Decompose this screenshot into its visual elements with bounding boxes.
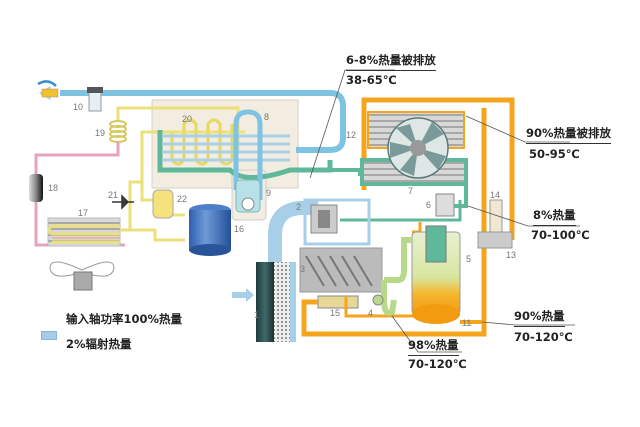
min-pressure-valve-6 bbox=[435, 193, 455, 217]
label-2: 2 bbox=[296, 202, 301, 212]
accumulator-22 bbox=[152, 189, 174, 219]
label-8: 8 bbox=[264, 112, 269, 122]
label-22: 22 bbox=[177, 194, 187, 204]
label-5: 5 bbox=[466, 254, 471, 264]
label-10: 10 bbox=[73, 102, 83, 112]
label-17: 17 bbox=[78, 208, 88, 218]
intake-valve-box bbox=[303, 198, 371, 246]
label-1: 1 bbox=[254, 310, 259, 320]
air-intake-filter-sleeve bbox=[290, 262, 296, 342]
label-16: 16 bbox=[234, 224, 244, 234]
label-4: 4 bbox=[368, 308, 373, 318]
label-9: 9 bbox=[266, 188, 271, 198]
green-oil-pipe-2 bbox=[381, 280, 397, 316]
refrigerant-line-left bbox=[140, 130, 245, 190]
annotation-right-mid-temp: 70-100℃ bbox=[531, 228, 590, 242]
air-intake-duct bbox=[268, 201, 318, 262]
label-11: 11 bbox=[462, 318, 471, 328]
legend-radiation: 2%辐射热量 bbox=[66, 337, 132, 351]
label-13: 13 bbox=[506, 250, 516, 260]
annotation-right-lower-title: 90%热量 bbox=[514, 310, 565, 327]
refrigeration-compressor-16-bottom bbox=[189, 244, 231, 256]
thermostatic-valve-15 bbox=[317, 295, 359, 309]
fan-blades bbox=[390, 122, 446, 176]
refrigerant-to-compressor bbox=[130, 228, 185, 242]
annotation-top-title: 6-8%热量被排放 bbox=[346, 54, 436, 71]
fan-motor bbox=[73, 271, 93, 291]
sensor-14 bbox=[489, 199, 503, 233]
label-15: 15 bbox=[330, 308, 340, 318]
screw-rotors bbox=[305, 255, 373, 287]
annotation-right-upper-title: 90%热量被排放 bbox=[526, 127, 612, 144]
annotation-right-mid-title: 8%热量 bbox=[533, 209, 576, 226]
label-14: 14 bbox=[490, 190, 500, 200]
exchanger-tubes bbox=[162, 134, 290, 162]
legend-radiation-swatch bbox=[41, 331, 57, 340]
fan-hub bbox=[410, 140, 426, 156]
label-12: 12 bbox=[346, 130, 356, 140]
separator-9-ball bbox=[241, 197, 255, 211]
filter-10-head bbox=[87, 87, 103, 93]
refrigeration-compressor-16 bbox=[189, 210, 231, 250]
outlet-valve bbox=[41, 88, 59, 98]
intake-valve-piston bbox=[318, 210, 330, 228]
receiver-18 bbox=[29, 174, 43, 202]
green-oil-pipe bbox=[384, 237, 412, 283]
annotation-right-lower-temp: 70-120℃ bbox=[514, 330, 573, 344]
annotation-bottom-temp: 70-120℃ bbox=[408, 357, 467, 371]
label-3: 3 bbox=[300, 264, 305, 274]
annotation-right-upper-temp: 50-95℃ bbox=[529, 147, 580, 161]
label-20: 20 bbox=[182, 114, 192, 124]
separator-element bbox=[425, 225, 447, 263]
expansion-valve-21 bbox=[112, 194, 134, 210]
coil-19 bbox=[109, 120, 127, 143]
oil-return-line bbox=[301, 108, 487, 337]
air-inlet-arrow bbox=[232, 288, 254, 302]
condenser-coil bbox=[47, 224, 120, 244]
label-18: 18 bbox=[48, 183, 58, 193]
refrigerant-line-bottom bbox=[120, 180, 144, 232]
label-7: 7 bbox=[408, 186, 413, 196]
thermal-valve-13 bbox=[477, 231, 513, 249]
tank-bottom bbox=[412, 304, 460, 324]
label-19: 19 bbox=[95, 128, 105, 138]
legend-input-power: 输入轴功率100%热量 bbox=[66, 312, 183, 326]
green-to-valve bbox=[454, 172, 468, 208]
annotation-top-temp: 38-65℃ bbox=[346, 73, 397, 87]
oil-top-return bbox=[412, 222, 422, 234]
exchanger-loop-blue bbox=[233, 109, 263, 200]
leader-lines bbox=[309, 69, 580, 353]
air-outlet-pipe bbox=[60, 90, 346, 153]
label-6: 6 bbox=[426, 200, 431, 210]
cooling-line-green bbox=[296, 168, 362, 176]
air-intake-filter-mesh bbox=[274, 262, 290, 342]
heat-exchanger-8 bbox=[157, 130, 333, 180]
annotation-bottom-title: 98%热量 bbox=[408, 339, 459, 356]
airend-3 bbox=[299, 247, 383, 293]
check-valve-4 bbox=[372, 294, 384, 306]
valve-handle bbox=[37, 80, 57, 87]
label-21: 21 bbox=[108, 190, 118, 200]
air-intake-filter-1 bbox=[256, 262, 274, 342]
